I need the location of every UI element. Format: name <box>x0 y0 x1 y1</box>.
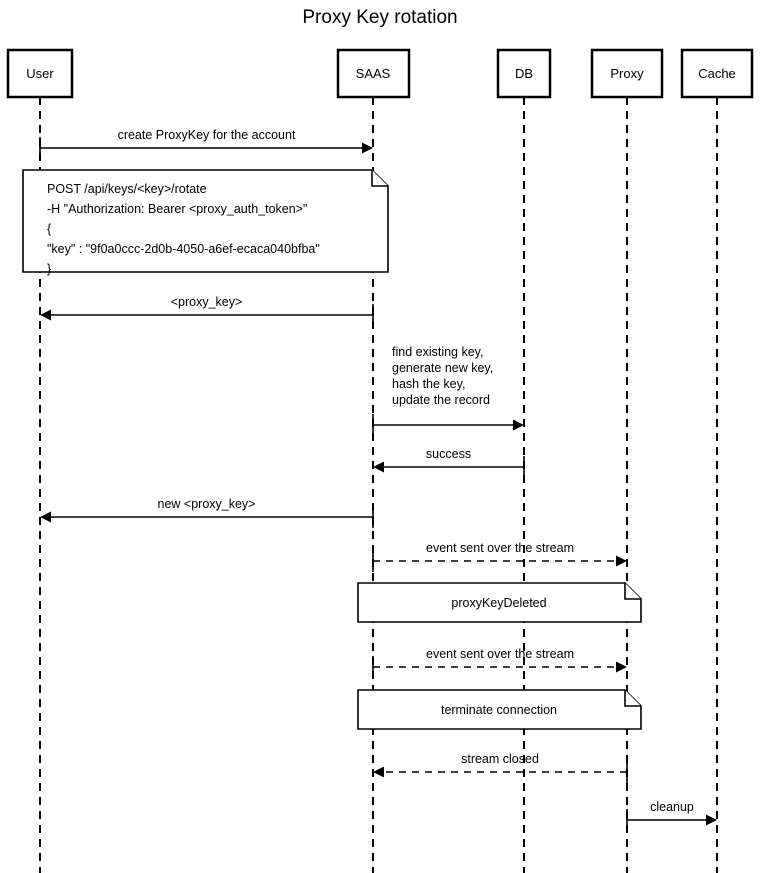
saas-db-activity-line-2: hash the key, <box>392 377 465 391</box>
participant-box-user <box>6 48 74 99</box>
msg-proxy-key-response-label: <proxy_key> <box>171 295 243 309</box>
page-title: Proxy Key rotation <box>302 7 457 28</box>
note-rotate-request: POST /api/keys/<key>/rotate -H "Authoriza… <box>22 169 389 276</box>
msg-db-success-label: success <box>426 447 471 461</box>
note-proxy-key-deleted-fold <box>624 583 641 600</box>
msg-db-success-arrowhead <box>373 461 384 473</box>
activity-label-group: find existing key, generate new key, hash … <box>392 345 493 407</box>
msg-create-proxykey[interactable]: create ProxyKey for the account <box>39 128 373 159</box>
msg-new-proxy-key-arrowhead <box>40 511 51 523</box>
saas-db-activity: find existing key, generate new key, hash … <box>392 345 493 407</box>
participant-db[interactable]: DB <box>496 48 552 99</box>
participant-label-saas: SAAS <box>356 66 391 81</box>
msg-event-stream-2-label: event sent over the stream <box>426 647 574 661</box>
notes-group: POST /api/keys/<key>/rotate -H "Authoriza… <box>22 169 642 730</box>
note-terminate-connection-line-0: terminate connection <box>441 703 557 717</box>
note-proxy-key-deleted-line-0: proxyKeyDeleted <box>451 596 546 610</box>
participant-cache[interactable]: Cache <box>680 48 754 99</box>
participant-user[interactable]: User <box>6 48 74 99</box>
saas-db-activity-line-3: update the record <box>392 393 490 407</box>
saas-db-activity-line-0: find existing key, <box>392 345 483 359</box>
note-rotate-request-line-3: "key" : "9f0a0ccc-2d0b-4050-a6ef-ecaca04… <box>47 242 320 256</box>
participant-box-saas <box>336 48 411 99</box>
msg-event-stream-1[interactable]: event sent over the stream <box>372 541 627 572</box>
msg-cleanup[interactable]: cleanup <box>626 800 717 831</box>
msg-event-stream-2-arrowhead <box>616 661 627 673</box>
msg-cleanup-label: cleanup <box>650 800 694 814</box>
participant-box-proxy <box>590 48 664 99</box>
saas-db-activity-line-1: generate new key, <box>392 361 493 375</box>
msg-event-stream-2[interactable]: event sent over the stream <box>372 647 627 678</box>
note-rotate-request-fold <box>371 170 388 187</box>
note-rotate-request-line-2: { <box>47 222 51 236</box>
participant-box-cache <box>680 48 754 99</box>
participant-label-proxy: Proxy <box>610 66 644 81</box>
note-rotate-request-shape <box>22 169 389 273</box>
participant-label-user: User <box>26 66 54 81</box>
msg-event-stream-1-arrowhead <box>616 555 627 567</box>
msg-stream-closed[interactable]: stream closed <box>373 752 628 783</box>
msg-new-proxy-key[interactable]: new <proxy_key> <box>40 497 374 528</box>
note-rotate-request-line-1: -H "Authorization: Bearer <proxy_auth_to… <box>47 202 307 216</box>
msg-saas-to-db-arrowhead <box>513 419 524 431</box>
note-rotate-request-line-4: } <box>47 262 51 276</box>
msg-new-proxy-key-label: new <proxy_key> <box>158 497 256 511</box>
msg-event-stream-1-label: event sent over the stream <box>426 541 574 555</box>
note-terminate-connection-fold <box>624 690 641 707</box>
msg-db-success[interactable]: success <box>373 447 525 478</box>
msg-create-proxykey-label: create ProxyKey for the account <box>118 128 296 142</box>
msg-proxy-key-response-arrowhead <box>40 309 51 321</box>
msg-stream-closed-label: stream closed <box>461 752 539 766</box>
note-proxy-key-deleted: proxyKeyDeleted <box>357 582 642 623</box>
msg-cleanup-arrowhead <box>706 814 717 826</box>
participant-label-db: DB <box>515 66 533 81</box>
note-terminate-connection: terminate connection <box>357 689 642 730</box>
messages-group: create ProxyKey for the account <proxy_ke… <box>39 128 717 831</box>
participant-box-db <box>496 48 552 99</box>
participant-label-cache: Cache <box>698 66 736 81</box>
participant-saas[interactable]: SAAS <box>336 48 411 99</box>
participants-group: User SAAS DB Proxy Cache <box>6 48 754 99</box>
participant-proxy[interactable]: Proxy <box>590 48 664 99</box>
msg-proxy-key-response[interactable]: <proxy_key> <box>40 295 374 326</box>
msg-create-proxykey-arrowhead <box>362 142 373 154</box>
msg-saas-to-db[interactable] <box>372 414 524 436</box>
note-proxy-key-deleted-shape <box>357 582 642 623</box>
note-terminate-connection-shape <box>357 689 642 730</box>
msg-stream-closed-arrowhead <box>373 766 384 778</box>
note-rotate-request-line-0: POST /api/keys/<key>/rotate <box>47 182 207 196</box>
